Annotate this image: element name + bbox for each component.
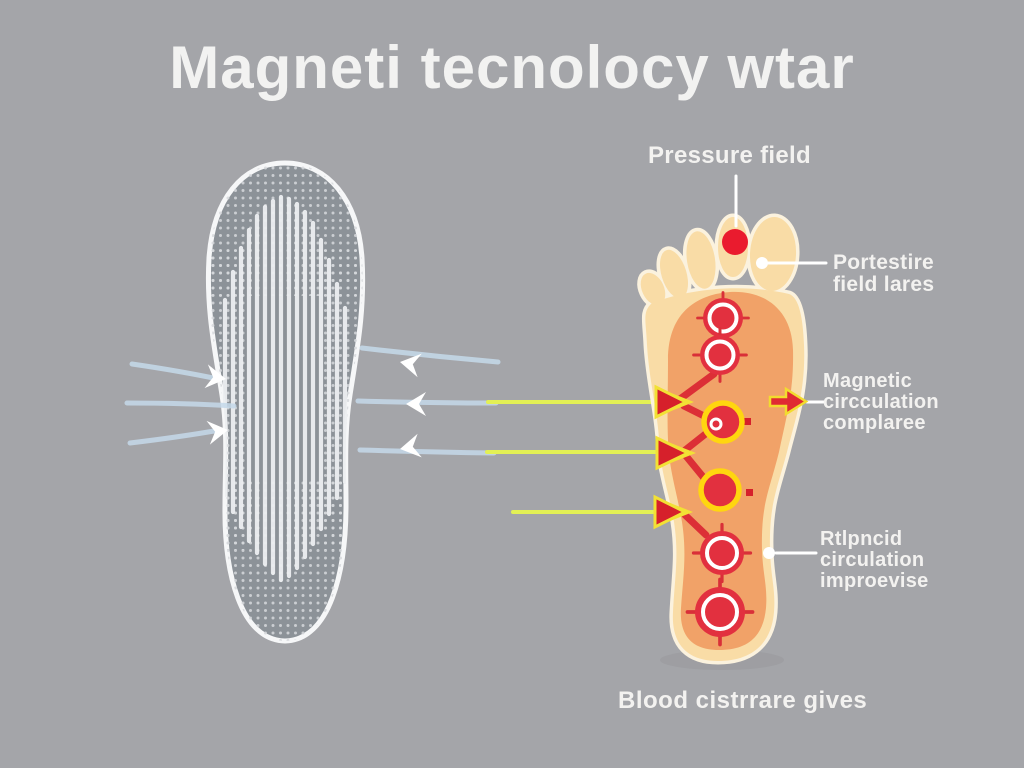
- magnet-triangle-icon: [655, 435, 692, 471]
- label-line: circculation: [823, 391, 939, 413]
- label-line: field lares: [833, 273, 935, 296]
- pressure-point-swirl: [709, 417, 723, 431]
- yellow-connector-lines: [485, 400, 662, 514]
- red-arrow-line: [680, 428, 712, 455]
- pressure-point-tick: [746, 489, 753, 496]
- caption-blood: Blood cistrrare gives: [618, 687, 868, 714]
- insole-illustration: [205, 160, 366, 644]
- pressure-dot-toe: [722, 229, 748, 255]
- label-line: Rtlpncid: [820, 528, 903, 550]
- pressure-points: [685, 291, 755, 647]
- callout-dot: [763, 547, 775, 559]
- label-line: Magnetic: [823, 370, 913, 392]
- magnetic-arrow-icon: [768, 386, 809, 417]
- flow-line-right-1: [359, 345, 501, 365]
- flow-line-left-3: [127, 427, 223, 446]
- pressure-point: [696, 291, 750, 345]
- flow-arrowhead-icon: [397, 433, 422, 461]
- label-line: improevise: [820, 570, 929, 592]
- red-connector-arrows: [676, 370, 718, 539]
- flow-line-right-3: [357, 447, 497, 456]
- magnetic-flow-lines: [124, 345, 501, 456]
- magnet-triangle-icon: [653, 494, 689, 530]
- page-title: Magneti tecnolocy wtar: [169, 34, 855, 101]
- pressure-point: [691, 522, 753, 584]
- red-arrow-line: [682, 452, 708, 482]
- label-line: Portestire: [833, 251, 935, 274]
- label-line: circulation: [820, 549, 925, 571]
- pressure-point: [685, 577, 755, 647]
- magnet-triangle-icon: [654, 384, 690, 420]
- magnet-triangles: [653, 384, 696, 530]
- label-pressure-points: Portestire field lares: [833, 252, 934, 296]
- red-arrow-line: [680, 510, 710, 539]
- red-arrow-line: [680, 402, 710, 421]
- pressure-point-yellow: [698, 468, 753, 512]
- label-pressure-field: Pressure field: [648, 142, 811, 169]
- pressure-point-tick: [744, 418, 751, 425]
- flow-line-right-2: [355, 398, 499, 406]
- flow-line-left-2: [124, 400, 237, 409]
- label-blood-circulation: Rtlpncid circulation improevise: [820, 529, 929, 592]
- callout-dot: [756, 257, 768, 269]
- insole-stripes: [222, 194, 348, 583]
- pressure-point-yellow: [701, 400, 751, 444]
- red-arrow-line: [676, 370, 718, 403]
- callouts: [734, 174, 828, 555]
- flow-line-left-1: [129, 361, 221, 382]
- label-magnetic-circulation: Magnetic circculation complaree: [823, 371, 939, 434]
- pressure-point: [692, 327, 748, 383]
- label-line: complaree: [823, 412, 926, 434]
